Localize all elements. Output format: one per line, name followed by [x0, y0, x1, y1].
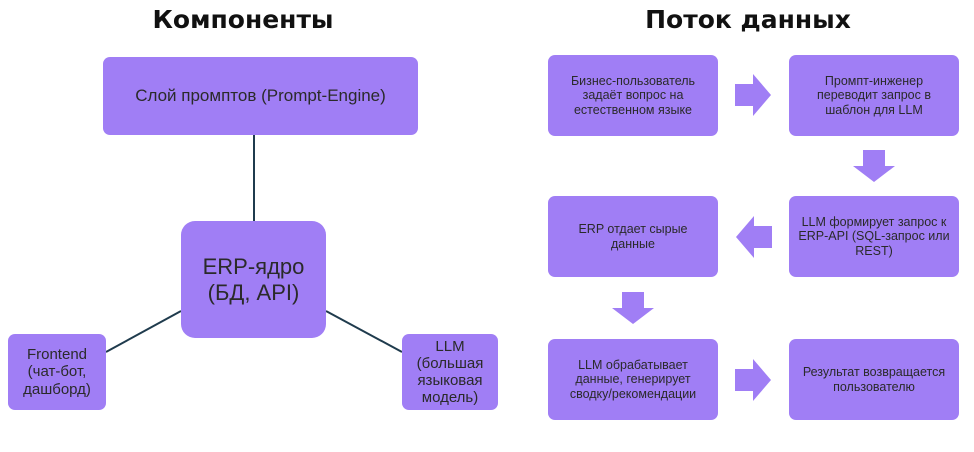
erp-core-node: ERP-ядро (БД, API) [181, 221, 326, 338]
arrow-down-icon [612, 292, 654, 324]
flow-step-erp-raw-data: ERP отдает сырые данные [548, 196, 718, 277]
prompt-layer-node: Слой промптов (Prompt-Engine) [103, 57, 418, 135]
arrow-down-icon [853, 150, 895, 182]
flow-step-label: Результат возвращается пользователю [802, 365, 946, 394]
frontend-label: Frontend (чат-бот, дашборд) [23, 346, 91, 398]
flow-step-label: ERP отдает сырые данные [578, 222, 688, 251]
arrow-left-icon [736, 216, 772, 258]
connector-erp-frontend [105, 310, 182, 353]
flow-step-result-returned: Результат возвращается пользователю [789, 339, 959, 420]
flow-step-prompt-template: Промпт-инженер переводит запрос в шаблон… [789, 55, 959, 136]
flow-step-label: Промпт-инженер переводит запрос в шаблон… [817, 73, 931, 117]
components-title: Компоненты [152, 5, 334, 34]
connector-erp-llm [325, 310, 403, 353]
flow-step-llm-summary: LLM обрабатывает данные, генерирует свод… [548, 339, 718, 420]
llm-label: LLM (большая языковая модель) [416, 337, 484, 407]
flow-step-llm-query: LLM формирует запрос к ERP-API (SQL-запр… [789, 196, 959, 277]
flow-step-label: Бизнес-пользователь задаёт вопрос на ест… [570, 73, 696, 117]
arrow-right-icon [735, 74, 771, 116]
flow-step-user-question: Бизнес-пользователь задаёт вопрос на ест… [548, 55, 718, 136]
flow-step-label: LLM обрабатывает данные, генерирует свод… [569, 357, 697, 401]
arrow-right-icon [735, 359, 771, 401]
erp-core-label: ERP-ядро (БД, API) [202, 254, 305, 305]
llm-node: LLM (большая языковая модель) [402, 334, 498, 410]
frontend-node: Frontend (чат-бот, дашборд) [8, 334, 106, 410]
data-flow-title: Поток данных [645, 5, 851, 34]
prompt-layer-label: Слой промптов (Prompt-Engine) [135, 86, 386, 106]
flow-step-label: LLM формирует запрос к ERP-API (SQL-запр… [798, 214, 950, 258]
